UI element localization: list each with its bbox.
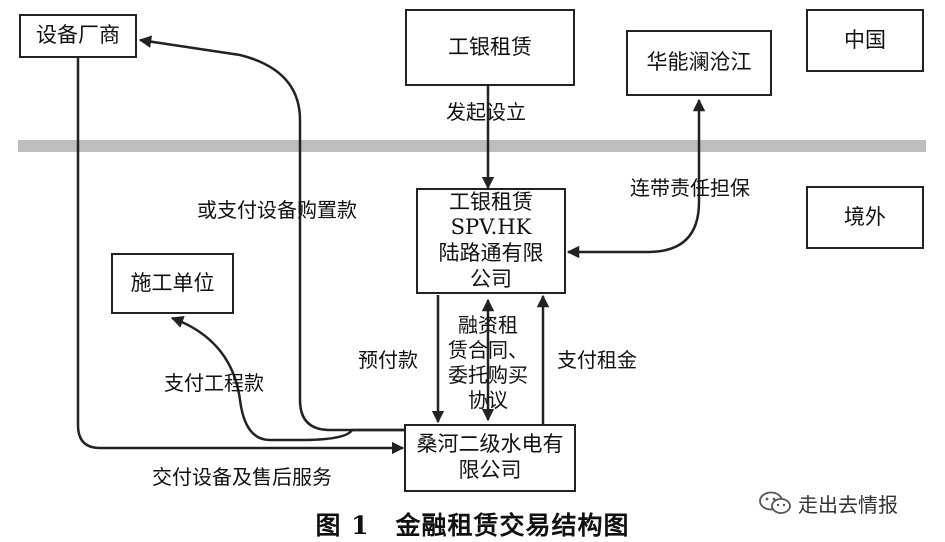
region-china-label: 中国	[844, 27, 886, 52]
node-spv: 工银租赁 SPV.HK 陆路通有限 公司	[416, 188, 566, 294]
label-prepayment: 预付款	[358, 348, 418, 372]
region-overseas-box: 境外	[806, 186, 924, 249]
region-overseas-label: 境外	[844, 204, 886, 229]
node-equipment-vendor: 设备厂商	[19, 14, 137, 58]
label-contract-line-2: 赁合同、	[448, 338, 528, 362]
label-contract-line-4: 协议	[468, 388, 508, 412]
node-sanghe-line-1: 桑河二级水电有	[416, 432, 564, 457]
label-engineering-payment: 支付工程款	[164, 371, 264, 395]
watermark-text: 走出去情报	[798, 492, 898, 517]
arrow-engineering-payment	[170, 316, 405, 442]
arrow-guarantee	[566, 98, 706, 259]
figure-caption: 图 1 金融租赁交易结构图	[315, 511, 630, 540]
node-equipment-vendor-label: 设备厂商	[36, 23, 120, 48]
node-contractor: 施工单位	[111, 253, 234, 314]
label-contract-line-3: 委托购买	[448, 363, 528, 387]
watermark: 走出去情报	[758, 488, 898, 518]
node-spv-line-3: 陆路通有限	[438, 241, 544, 265]
node-icbc-leasing: 工银租赁	[405, 9, 575, 86]
label-delivery: 交付设备及售后服务	[152, 465, 332, 489]
label-contract: 融资租 赁合同、 委托购买 协议	[443, 313, 533, 413]
node-sanghe-line-2: 限公司	[458, 458, 522, 482]
node-icbc-leasing-label: 工银租赁	[448, 34, 532, 59]
node-spv-line-2: SPV.HK	[450, 215, 532, 240]
region-china-box: 中国	[806, 9, 924, 72]
node-spv-line-4: 公司	[470, 266, 512, 291]
node-spv-line-1: 工银租赁	[449, 189, 533, 214]
arrow-equipment-payment	[138, 35, 405, 432]
node-huaneng: 华能澜沧江	[626, 30, 772, 96]
wechat-icon	[759, 491, 791, 514]
border-band	[18, 140, 926, 152]
node-sanghe: 桑河二级水电有 限公司	[404, 424, 576, 492]
label-establish: 发起设立	[446, 100, 526, 124]
label-guarantee: 连带责任担保	[630, 176, 750, 200]
arrow-delivery	[76, 57, 405, 455]
label-contract-line-1: 融资租	[458, 313, 518, 337]
label-equipment-payment: 或支付设备购置款	[197, 198, 357, 222]
node-huaneng-label: 华能澜沧江	[646, 50, 752, 75]
node-contractor-label: 施工单位	[130, 270, 215, 295]
label-rent: 支付租金	[557, 348, 637, 372]
